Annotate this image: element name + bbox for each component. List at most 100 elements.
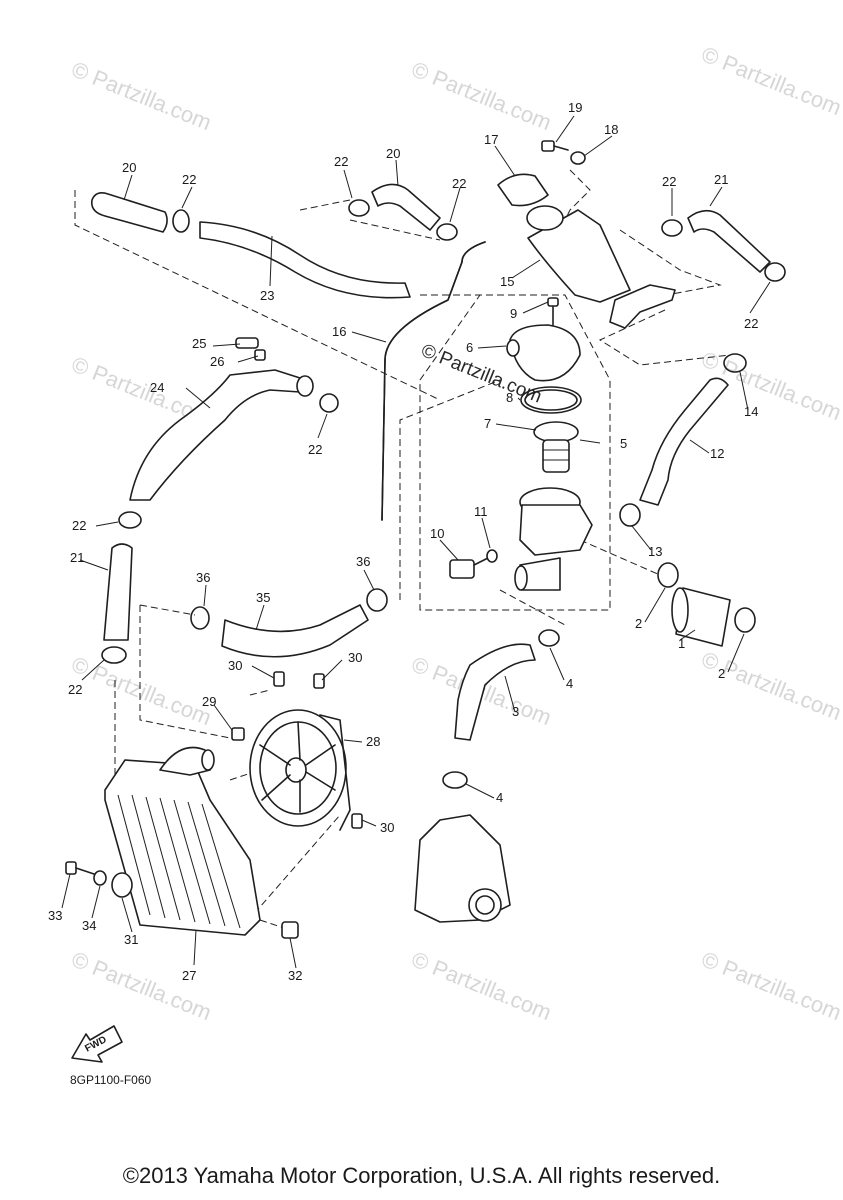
thermostat-cover-6	[509, 324, 581, 382]
callout-33: 33	[48, 908, 62, 923]
callout-9: 9	[510, 306, 517, 321]
washer-34	[93, 870, 107, 886]
tank-outlet	[609, 284, 676, 329]
callout-27: 27	[182, 968, 196, 983]
hose-20-left	[90, 192, 168, 233]
callout-31: 31	[124, 932, 138, 947]
clamp-22	[118, 511, 142, 529]
bolt-9	[547, 297, 559, 307]
clamp-2	[734, 607, 756, 633]
callout-29: 29	[202, 694, 216, 709]
watermark: © Partzilla.com	[698, 946, 843, 1025]
callout-13: 13	[648, 544, 662, 559]
hose-12	[639, 377, 729, 506]
clamp-2	[657, 562, 679, 588]
watermark: © Partzilla.com	[68, 651, 215, 730]
leader-lines	[61, 115, 771, 969]
bolt-30	[351, 813, 363, 829]
o-ring-8	[520, 386, 582, 414]
callout-22: 22	[72, 518, 86, 533]
callout-17: 17	[484, 132, 498, 147]
callout-4: 4	[566, 676, 573, 691]
callout-3: 3	[512, 704, 519, 719]
washer-11	[486, 549, 498, 563]
callout-22: 22	[744, 316, 758, 331]
clamp-22	[101, 646, 127, 664]
watermark: © Partzilla.com	[408, 946, 555, 1025]
watermark: © Partzilla.com	[408, 56, 555, 135]
callout-22: 22	[308, 442, 322, 457]
copyright-notice: ©2013 Yamaha Motor Corporation, U.S.A. A…	[122, 1163, 721, 1188]
radiator-cap-17	[497, 173, 549, 207]
fitting-25	[235, 337, 259, 349]
callout-25: 25	[192, 336, 206, 351]
callout-21: 21	[714, 172, 728, 187]
reservoir-tank-15	[527, 209, 631, 303]
callout-8: 8	[506, 390, 513, 405]
callout-30: 30	[380, 820, 394, 835]
collar-32	[281, 921, 299, 939]
bolt-30	[273, 671, 285, 687]
clamp-22	[172, 209, 190, 233]
fitting-26	[254, 349, 266, 361]
bolt-19	[541, 140, 555, 152]
callout-36: 36	[196, 570, 210, 585]
callout-34: 34	[82, 918, 96, 933]
parts	[65, 140, 786, 939]
callout-2: 2	[635, 616, 642, 631]
callout-30: 30	[348, 650, 362, 665]
diagram-code: 8GP1100-F060	[70, 1073, 152, 1087]
callouts: 1 2 2 3 4 4 5 6 7 8 9 10 11 12 13 14 15 …	[48, 100, 758, 983]
callout-32: 32	[288, 968, 302, 983]
tank-neck	[526, 205, 564, 231]
callout-16: 16	[332, 324, 346, 339]
callout-5: 5	[620, 436, 627, 451]
hose-23	[199, 221, 411, 299]
callout-20: 20	[122, 160, 136, 175]
callout-23: 23	[260, 288, 274, 303]
callout-22: 22	[452, 176, 466, 191]
nut-29	[231, 727, 245, 741]
callout-12: 12	[710, 446, 724, 461]
hose-21-left	[103, 543, 133, 641]
callout-14: 14	[744, 404, 758, 419]
callout-4: 4	[496, 790, 503, 805]
callout-21: 21	[70, 550, 84, 565]
radiator-27	[104, 759, 261, 936]
clamp-4	[538, 629, 560, 647]
hose-20-top	[371, 183, 441, 231]
callout-22: 22	[68, 682, 82, 697]
callout-2: 2	[718, 666, 725, 681]
callout-22: 22	[334, 154, 348, 169]
callout-1: 1	[678, 636, 685, 651]
callout-10: 10	[430, 526, 444, 541]
clamp-22	[661, 219, 683, 237]
watermark: © Partzilla.com	[68, 56, 215, 135]
callout-36: 36	[356, 554, 370, 569]
callout-11: 11	[474, 504, 488, 519]
callout-26: 26	[210, 354, 224, 369]
callout-6: 6	[466, 340, 473, 355]
callout-22: 22	[182, 172, 196, 187]
clamp-14	[723, 353, 747, 373]
callout-22: 22	[662, 174, 676, 189]
hose-3	[454, 643, 536, 741]
bolt-33	[65, 861, 77, 875]
forward-direction-arrow: FWD	[71, 1025, 123, 1063]
temp-sensor-10	[449, 559, 475, 579]
callout-35: 35	[256, 590, 270, 605]
callout-7: 7	[484, 416, 491, 431]
watermark: © Partzilla.com	[698, 646, 843, 725]
clamp-13	[619, 503, 641, 527]
clamp-22	[436, 223, 458, 241]
collar-18	[570, 151, 586, 165]
clamp-22	[348, 199, 370, 217]
clamp-22	[319, 393, 339, 413]
thermostat-7	[533, 421, 579, 443]
clamp-36	[366, 588, 388, 612]
callout-24: 24	[150, 380, 164, 395]
hose-35	[221, 604, 369, 658]
clamp-22	[764, 262, 786, 282]
hose-21-right	[687, 209, 771, 273]
